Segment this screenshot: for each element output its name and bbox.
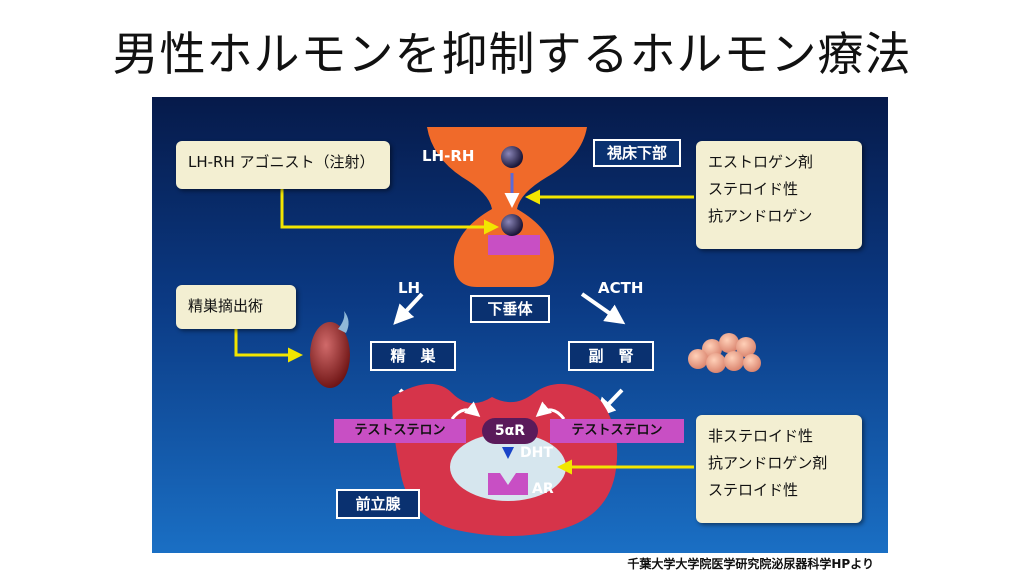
dht-label: DHT bbox=[520, 445, 553, 461]
agonist-text: LH-RH アゴニスト（注射） bbox=[188, 153, 375, 171]
testosterone-label-left: テストステロン bbox=[334, 419, 466, 443]
nonsteroid-line-2: 抗アンドロゲン剤 bbox=[708, 454, 828, 472]
dht-marker bbox=[502, 447, 514, 459]
adrenal-label: 副 腎 bbox=[568, 341, 654, 371]
ar-label: AR bbox=[532, 481, 554, 497]
receptor-pink bbox=[488, 235, 540, 255]
adrenal-shape bbox=[688, 333, 761, 373]
agonist-box: LH-RH アゴニスト（注射） bbox=[176, 141, 390, 189]
lh-arrow bbox=[393, 292, 424, 325]
prostate-arrow-right bbox=[535, 401, 566, 420]
orchiectomy-box: 精巣摘出術 bbox=[176, 285, 296, 329]
lhrh-molecule-top bbox=[501, 146, 523, 168]
hypothalamus-label: 視床下部 bbox=[593, 139, 681, 167]
prostate-lumen bbox=[450, 433, 566, 501]
steroid-line-2: ステロイド性 bbox=[708, 180, 799, 198]
lh-label: LH bbox=[398, 279, 421, 297]
orchiectomy-text: 精巣摘出術 bbox=[188, 297, 264, 315]
page-title: 男性ホルモンを抑制するホルモン療法 bbox=[112, 27, 912, 81]
five-alpha-reductase-label: 5αR bbox=[482, 418, 538, 444]
ar-receptor bbox=[488, 473, 528, 495]
testis-tip bbox=[338, 311, 349, 333]
lhrh-molecule-bottom bbox=[501, 214, 523, 236]
pituitary-label: 下垂体 bbox=[470, 295, 550, 323]
testis-shape bbox=[310, 322, 350, 388]
nonsteroid-line-1: 非ステロイド性 bbox=[708, 427, 814, 445]
testosterone-label-right: テストステロン bbox=[550, 419, 684, 443]
orchiectomy-arrow bbox=[234, 329, 303, 363]
prostate-arrow-left bbox=[450, 401, 481, 420]
acth-label: ACTH bbox=[598, 279, 644, 297]
steroid-box: エストロゲン剤 ステロイド性 抗アンドロゲン bbox=[696, 141, 862, 249]
steroid-line-1: エストロゲン剤 bbox=[708, 153, 814, 171]
hormone-diagram: 視床下部 LH-RH 下垂体 LH ACTH 精 巣 副 腎 テストステロン テ… bbox=[152, 97, 888, 553]
prostate-label: 前立腺 bbox=[336, 489, 420, 519]
steroid-line-3: 抗アンドロゲン bbox=[708, 207, 813, 225]
agonist-arrow bbox=[280, 189, 499, 235]
nonsteroid-box: 非ステロイド性 抗アンドロゲン剤 ステロイド性 bbox=[696, 415, 862, 523]
lhrh-label: LH-RH bbox=[422, 147, 475, 165]
source-credit: 千葉大学大学院医学研究院泌尿器科学HPより bbox=[627, 557, 874, 571]
nonsteroid-line-3: ステロイド性 bbox=[708, 481, 799, 499]
acth-arrow bbox=[580, 292, 626, 325]
testis-label: 精 巣 bbox=[370, 341, 456, 371]
